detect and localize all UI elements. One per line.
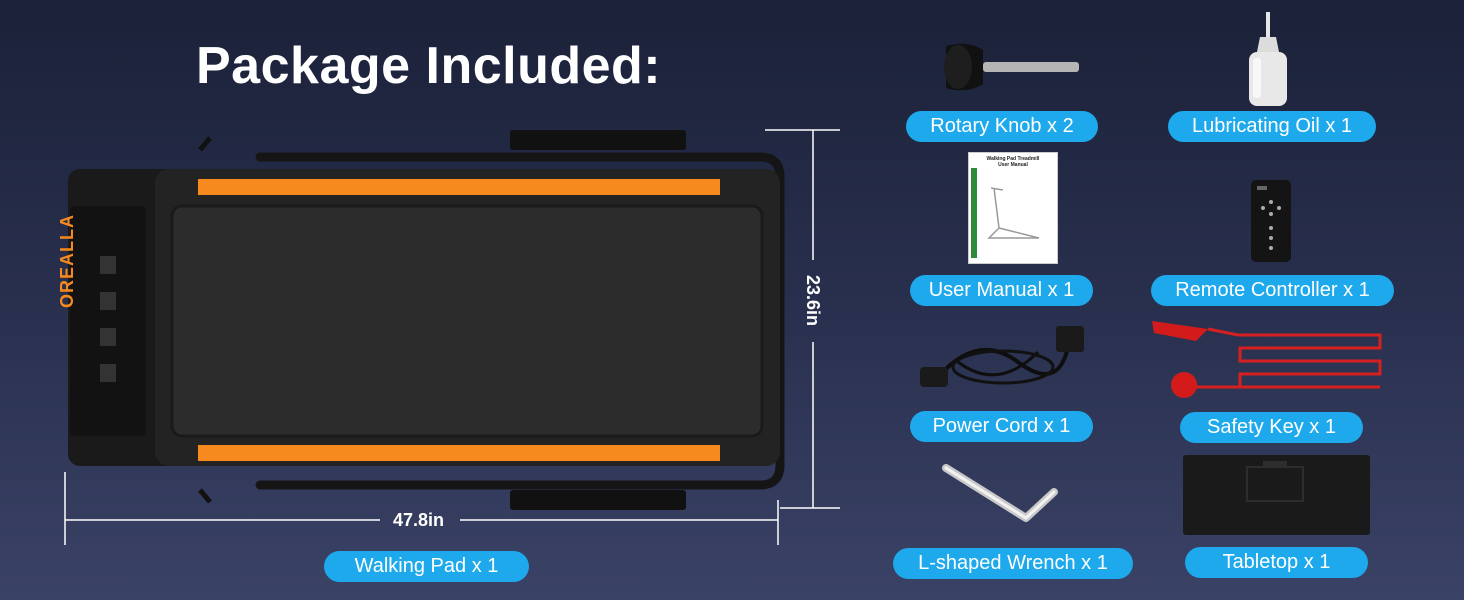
width-dimension: 47.8in: [393, 510, 445, 530]
page-title: Package Included:: [196, 37, 662, 95]
walking-pad-image: [68, 130, 785, 510]
user-manual-label: User Manual x 1: [910, 275, 1093, 306]
safety-key-image: [1152, 321, 1382, 398]
lubricating-oil-label: Lubricating Oil x 1: [1168, 111, 1376, 142]
rotary-knob-image: [944, 43, 1079, 91]
dimension-lines: [64, 129, 840, 545]
manual-treadmill-drawing: [971, 168, 1040, 258]
power-cord-label: Power Cord x 1: [910, 411, 1093, 442]
manual-subtitle: User Manual: [998, 162, 1028, 168]
walking-pad-label: Walking Pad x 1: [324, 551, 529, 582]
tabletop-label: Tabletop x 1: [1185, 547, 1368, 578]
l-wrench-label: L-shaped Wrench x 1: [893, 548, 1133, 579]
remote-controller-image: [1251, 180, 1291, 262]
power-cord-image: [920, 326, 1084, 387]
lubricating-oil-image: [1249, 12, 1287, 106]
safety-key-label: Safety Key x 1: [1180, 412, 1363, 443]
rotary-knob-label: Rotary Knob x 2: [906, 111, 1098, 142]
manual-title: Walking Pad Treadmill: [986, 156, 1040, 162]
tabletop-image: [1183, 455, 1370, 535]
remote-controller-label: Remote Controller x 1: [1151, 275, 1394, 306]
user-manual-image: Walking Pad Treadmill User Manual: [968, 152, 1058, 264]
height-dimension: 23.6in: [803, 275, 823, 327]
l-wrench-image: [942, 464, 1058, 522]
